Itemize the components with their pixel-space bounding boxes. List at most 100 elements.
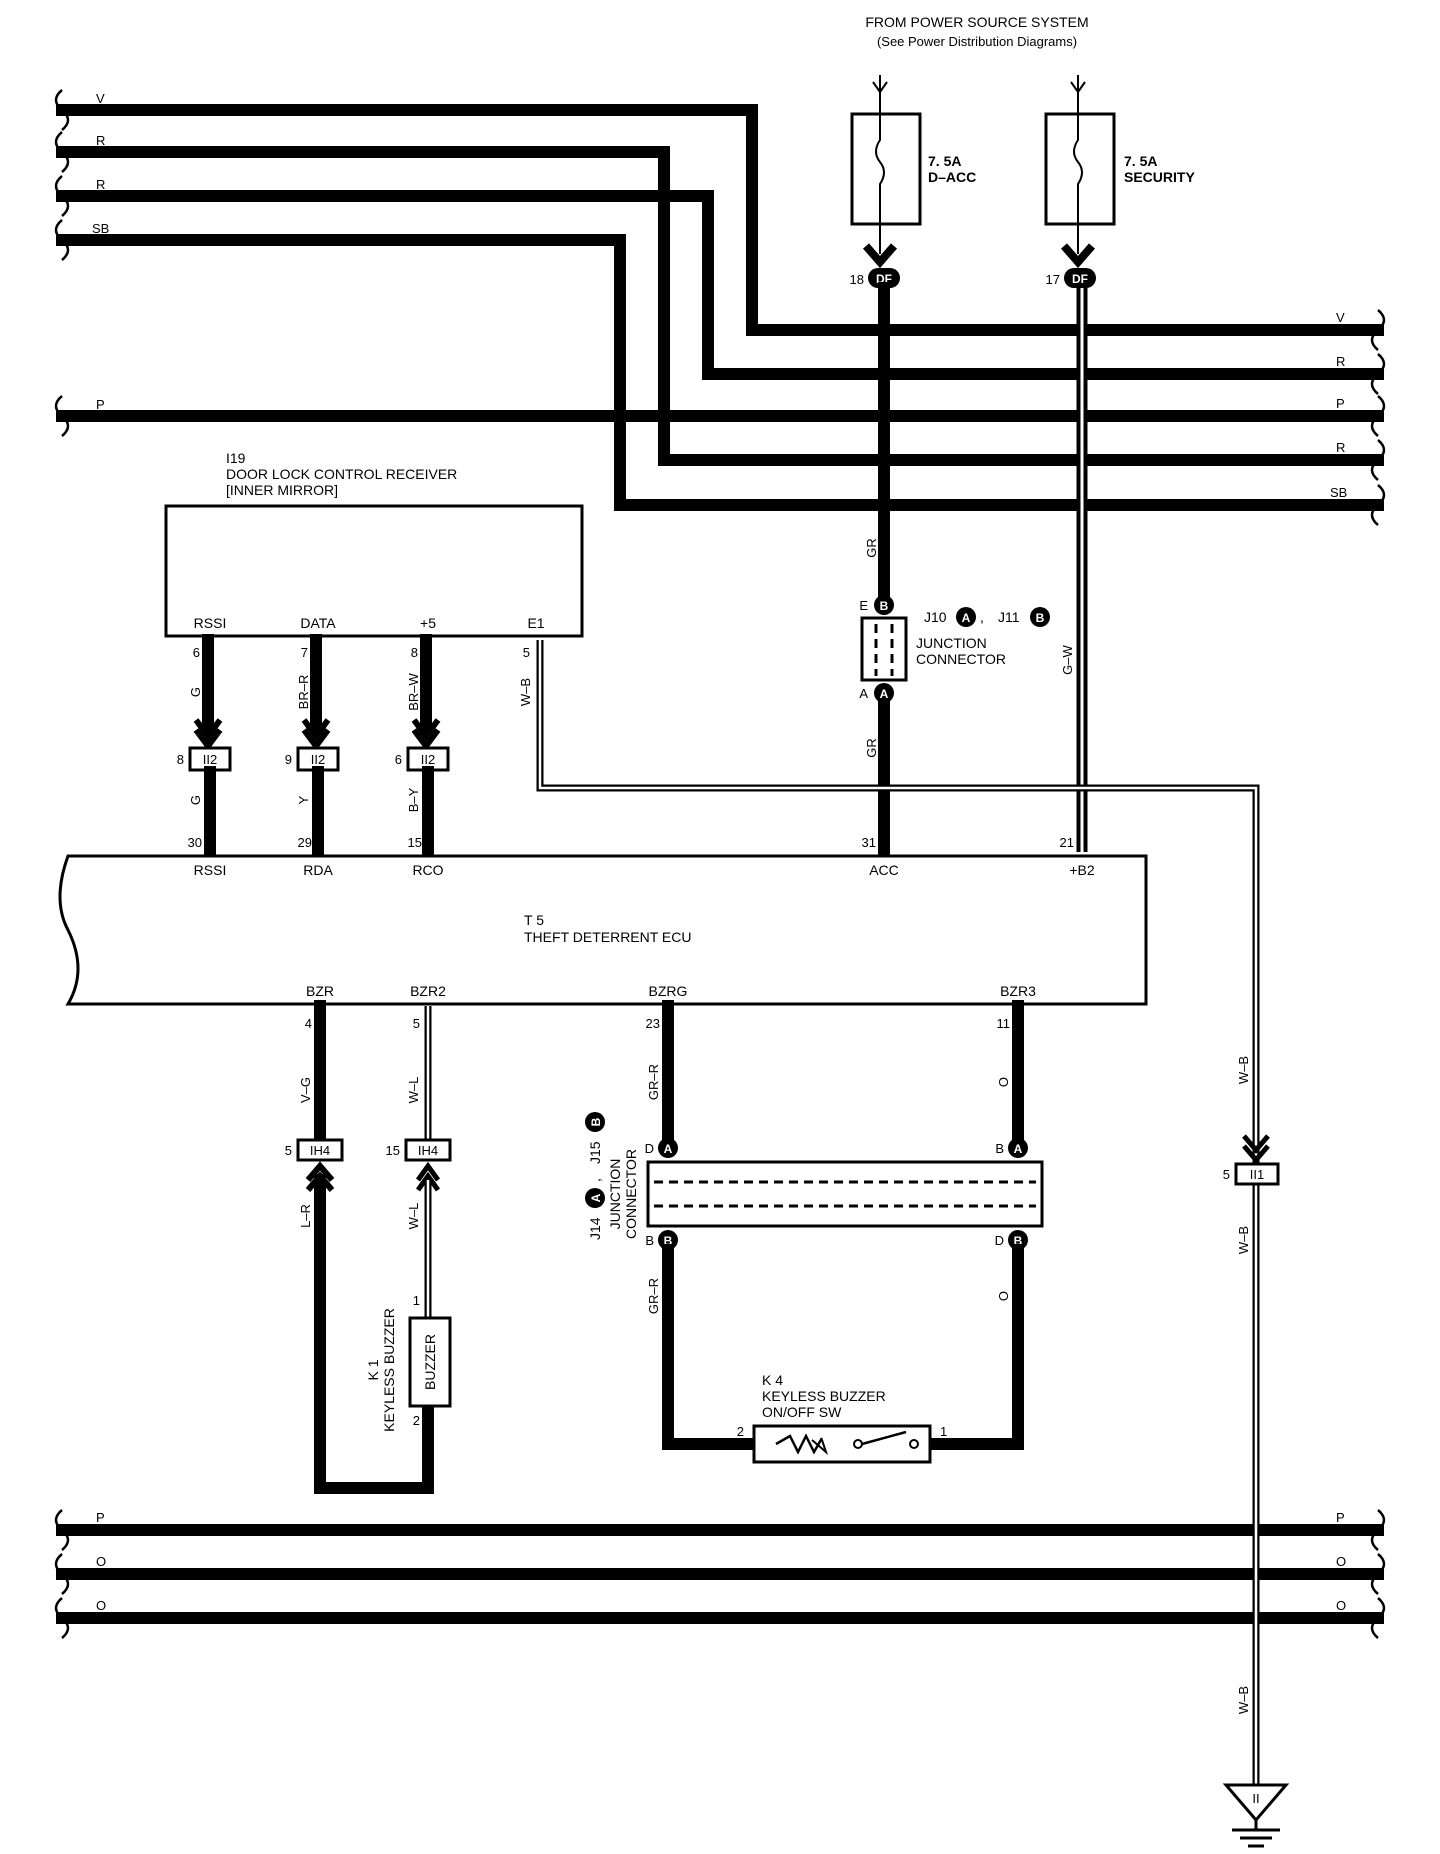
svg-text:W–B: W–B xyxy=(1236,1226,1251,1254)
bus-label: R xyxy=(1336,354,1345,369)
wire-label: G–W xyxy=(1060,644,1075,674)
svg-text:23: 23 xyxy=(646,1016,660,1031)
left-break-marks xyxy=(54,89,70,437)
bus-label: P xyxy=(96,1510,105,1525)
bus-label: V xyxy=(96,91,105,106)
svg-text:7: 7 xyxy=(301,645,308,660)
header-line1: FROM POWER SOURCE SYSTEM xyxy=(865,14,1088,30)
svg-text:B: B xyxy=(645,1233,654,1248)
bus-label: V xyxy=(1336,310,1345,325)
svg-text:5: 5 xyxy=(413,1016,420,1031)
buzzer-name: KEYLESS BUZZER xyxy=(381,1308,397,1432)
bus-label: P xyxy=(1336,396,1345,411)
svg-text:,: , xyxy=(587,1178,603,1182)
svg-text:V–G: V–G xyxy=(298,1077,313,1103)
theft-deterrent-ecu: 30 29 15 31 21 RSSI RDA RCO ACC +B2 T 5 … xyxy=(58,835,1148,1006)
svg-text:BZR2: BZR2 xyxy=(410,983,446,999)
svg-text:JUNCTION: JUNCTION xyxy=(607,1159,623,1230)
svg-text:W–B: W–B xyxy=(518,678,533,706)
svg-text:8: 8 xyxy=(177,752,184,767)
svg-text:J14: J14 xyxy=(587,1217,603,1240)
svg-text:15: 15 xyxy=(386,1143,400,1158)
bus-label: O xyxy=(1336,1598,1346,1613)
svg-text:II2: II2 xyxy=(421,752,435,767)
keyless-buzzer-switch: K 4 KEYLESS BUZZER ON/OFF SW 2 1 xyxy=(737,1372,947,1464)
bus-label: O xyxy=(96,1554,106,1569)
svg-text:W–B: W–B xyxy=(1236,1686,1251,1714)
fuse-name: SECURITY xyxy=(1124,169,1195,185)
bus-label: P xyxy=(1336,1510,1345,1525)
switch-name1: KEYLESS BUZZER xyxy=(762,1388,886,1404)
wire-bzrg-bzr3: 23 GR–R 11 O xyxy=(646,1000,1024,1144)
fuse-connector: DF xyxy=(1072,272,1088,286)
wire-e1-ground: W–B W–B W–B II1 5 W–B xyxy=(518,640,1280,1785)
keyless-buzzer: 1 BUZZER 2 K 1 KEYLESS BUZZER xyxy=(365,1293,452,1432)
svg-text:2: 2 xyxy=(413,1413,420,1428)
svg-text:J15: J15 xyxy=(587,1141,603,1164)
svg-text:A: A xyxy=(880,687,889,701)
svg-text:31: 31 xyxy=(862,835,876,850)
svg-text:W–L: W–L xyxy=(406,1077,421,1104)
svg-text:O: O xyxy=(996,1077,1011,1087)
svg-text:,: , xyxy=(980,609,984,625)
svg-text:B: B xyxy=(1036,611,1045,625)
ecu-name: THEFT DETERRENT ECU xyxy=(524,929,692,945)
bus-label: P xyxy=(96,397,105,412)
svg-text:IH4: IH4 xyxy=(310,1143,330,1158)
svg-text:W–L: W–L xyxy=(406,1203,421,1230)
terminal-name: RSSI xyxy=(194,615,227,631)
svg-text:BZRG: BZRG xyxy=(649,983,688,999)
svg-text:O: O xyxy=(996,1291,1011,1301)
svg-text:BZR: BZR xyxy=(306,983,334,999)
svg-text:5: 5 xyxy=(285,1143,292,1158)
svg-text:JUNCTION: JUNCTION xyxy=(916,635,987,651)
svg-text:2: 2 xyxy=(737,1424,744,1439)
svg-text:CONNECTOR: CONNECTOR xyxy=(916,651,1006,667)
bus-label: O xyxy=(1336,1554,1346,1569)
svg-text:D: D xyxy=(645,1141,654,1156)
fuse-d-acc: 7. 5A D–ACC DF 18 xyxy=(850,75,976,288)
door-lock-control-receiver: I19 DOOR LOCK CONTROL RECEIVER [INNER MI… xyxy=(164,450,584,638)
terminal-name: +5 xyxy=(420,615,436,631)
svg-text:6: 6 xyxy=(193,645,200,660)
buzzer-inner: BUZZER xyxy=(422,1334,438,1390)
fuse-rating: 7. 5A xyxy=(928,153,961,169)
top-bus-wires xyxy=(56,104,1384,511)
svg-text:II2: II2 xyxy=(311,752,325,767)
right-break-marks xyxy=(1370,309,1386,526)
switch-id: K 4 xyxy=(762,1372,783,1388)
receiver-signal-wires: 6 7 8 5 G BR–R BR–W xyxy=(188,634,530,751)
svg-text:A: A xyxy=(859,686,868,701)
svg-text:GR–R: GR–R xyxy=(646,1064,661,1100)
svg-text:Y: Y xyxy=(296,795,311,804)
svg-text:4: 4 xyxy=(305,1016,312,1031)
svg-text:E: E xyxy=(859,598,868,613)
svg-text:L–R: L–R xyxy=(298,1204,313,1228)
terminal-name: DATA xyxy=(300,615,336,631)
svg-text:ACC: ACC xyxy=(869,862,899,878)
svg-text:11: 11 xyxy=(997,1016,1011,1031)
bus-label: R xyxy=(1336,440,1345,455)
svg-text:6: 6 xyxy=(395,752,402,767)
power-source-header: FROM POWER SOURCE SYSTEM (See Power Dist… xyxy=(865,14,1088,49)
bus-label: R xyxy=(96,133,105,148)
svg-text:G: G xyxy=(188,687,203,697)
header-line2: (See Power Distribution Diagrams) xyxy=(877,34,1077,49)
bottom-break-marks xyxy=(54,1509,1386,1639)
fuse-rating: 7. 5A xyxy=(1124,153,1157,169)
svg-text:B: B xyxy=(995,1141,1004,1156)
svg-text:B–Y: B–Y xyxy=(406,787,421,812)
svg-text:D: D xyxy=(995,1233,1004,1248)
bus-label: SB xyxy=(1330,485,1347,500)
fuse-security: 7. 5A SECURITY DF 17 xyxy=(1044,75,1195,288)
bus-label: R xyxy=(96,177,105,192)
svg-text:8: 8 xyxy=(411,645,418,660)
bottom-bus-labels: P O O P O O xyxy=(96,1510,1346,1613)
svg-text:J11: J11 xyxy=(998,609,1020,625)
receiver-sub: [INNER MIRROR] xyxy=(226,482,338,498)
svg-text:15: 15 xyxy=(408,835,422,850)
svg-text:GR–R: GR–R xyxy=(646,1278,661,1314)
svg-text:1: 1 xyxy=(413,1293,420,1308)
svg-text:5: 5 xyxy=(1223,1167,1230,1182)
